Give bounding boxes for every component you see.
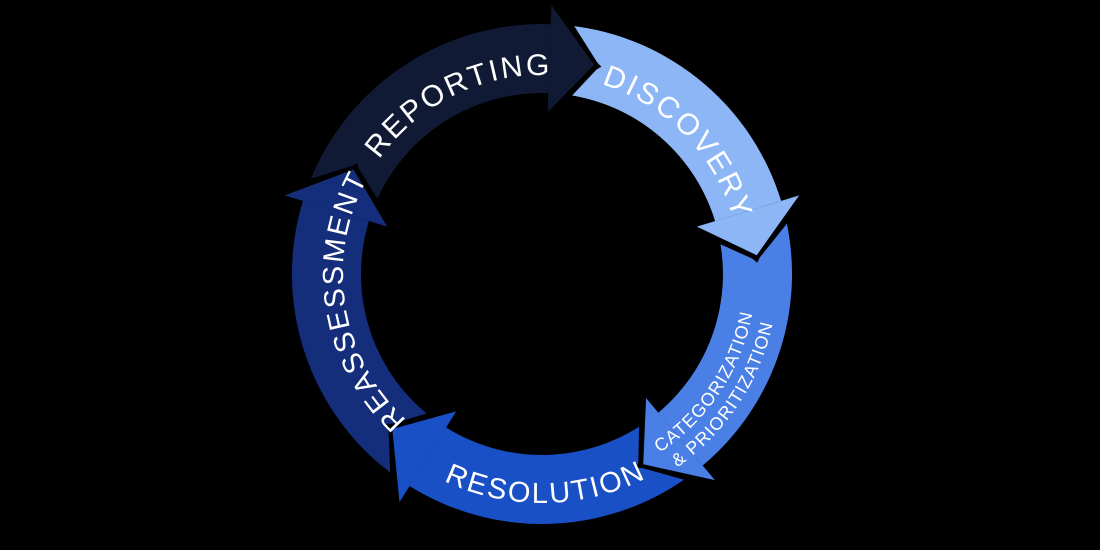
arrowhead-reassessment [284,169,388,227]
segment-band-reassessment [291,200,441,482]
segment-band-categorization [658,209,793,466]
arrowhead-categorization [643,398,715,481]
segment-band-resolution [409,416,696,524]
arrowhead-resolution [392,411,457,503]
segment-band-reporting [305,24,551,216]
arrowhead-reporting [547,5,595,113]
segment-band-discovery [554,24,782,222]
segment-bands [291,24,793,524]
segment-arrowheads [280,0,807,505]
arrowhead-discovery [696,195,800,256]
